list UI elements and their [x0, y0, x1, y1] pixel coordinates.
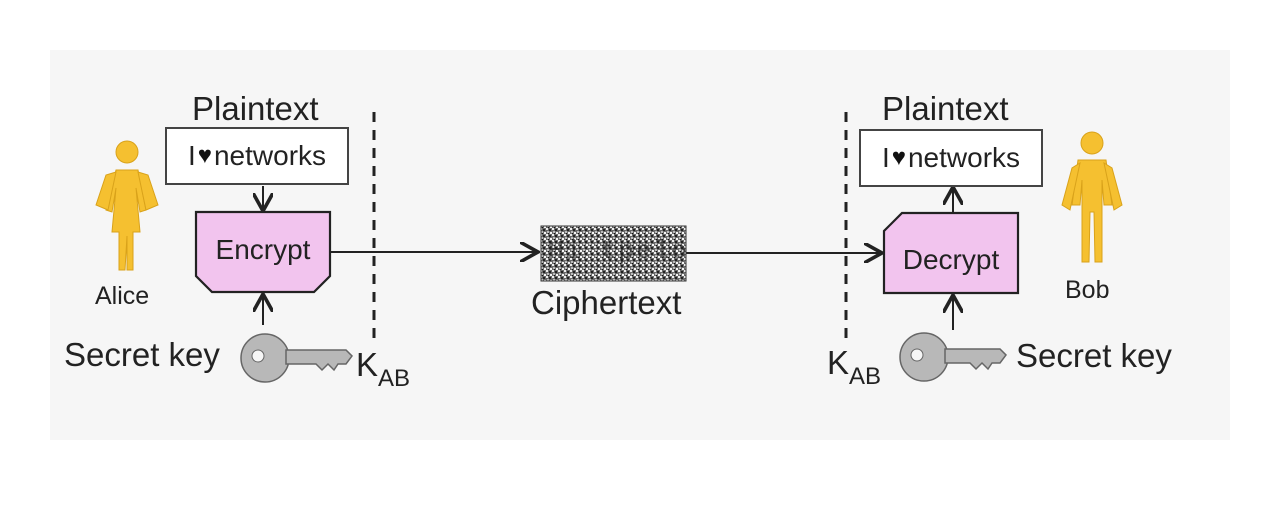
bob-key-subscript: AB: [849, 363, 882, 390]
bob-plaintext-prefix: I: [881, 142, 890, 173]
alice-plaintext-title: Plaintext: [192, 90, 319, 127]
ciphertext-block: [540, 225, 687, 282]
ciphertext-label: Ciphertext: [531, 284, 682, 321]
heart-icon: ♥: [891, 144, 906, 171]
encrypt-label: Encrypt: [215, 234, 311, 265]
encrypt-box: [194, 210, 332, 294]
alice-key-icon: [240, 333, 353, 383]
bob-key-name: KAB: [827, 344, 881, 390]
alice-key-name: KAB: [356, 346, 410, 392]
alice-plaintext-box: I ♥ networks: [165, 127, 349, 185]
decrypt-label: Decrypt: [902, 244, 1000, 275]
alice-person-icon: [95, 140, 159, 271]
ciphertext-scribble: Hi tpelo: [548, 236, 689, 266]
alice-secret-key-label: Secret key: [64, 336, 220, 373]
bob-key-icon: [899, 332, 1007, 382]
alice-key-letter: K: [356, 346, 379, 383]
alice-plaintext-text: networks: [213, 140, 327, 171]
bob-secret-key-label: Secret key: [1016, 337, 1172, 374]
bob-key-letter: K: [827, 344, 850, 381]
bob-person-icon: [1061, 131, 1123, 263]
bob-plaintext-text: networks: [907, 142, 1021, 173]
alice-plaintext-prefix: I: [187, 140, 196, 171]
alice-name: Alice: [95, 282, 150, 310]
bob-name: Bob: [1065, 276, 1110, 304]
alice-key-subscript: AB: [378, 365, 411, 392]
bob-plaintext-title: Plaintext: [882, 90, 1009, 127]
heart-icon: ♥: [197, 142, 212, 169]
bob-plaintext-box: I ♥ networks: [859, 129, 1043, 187]
